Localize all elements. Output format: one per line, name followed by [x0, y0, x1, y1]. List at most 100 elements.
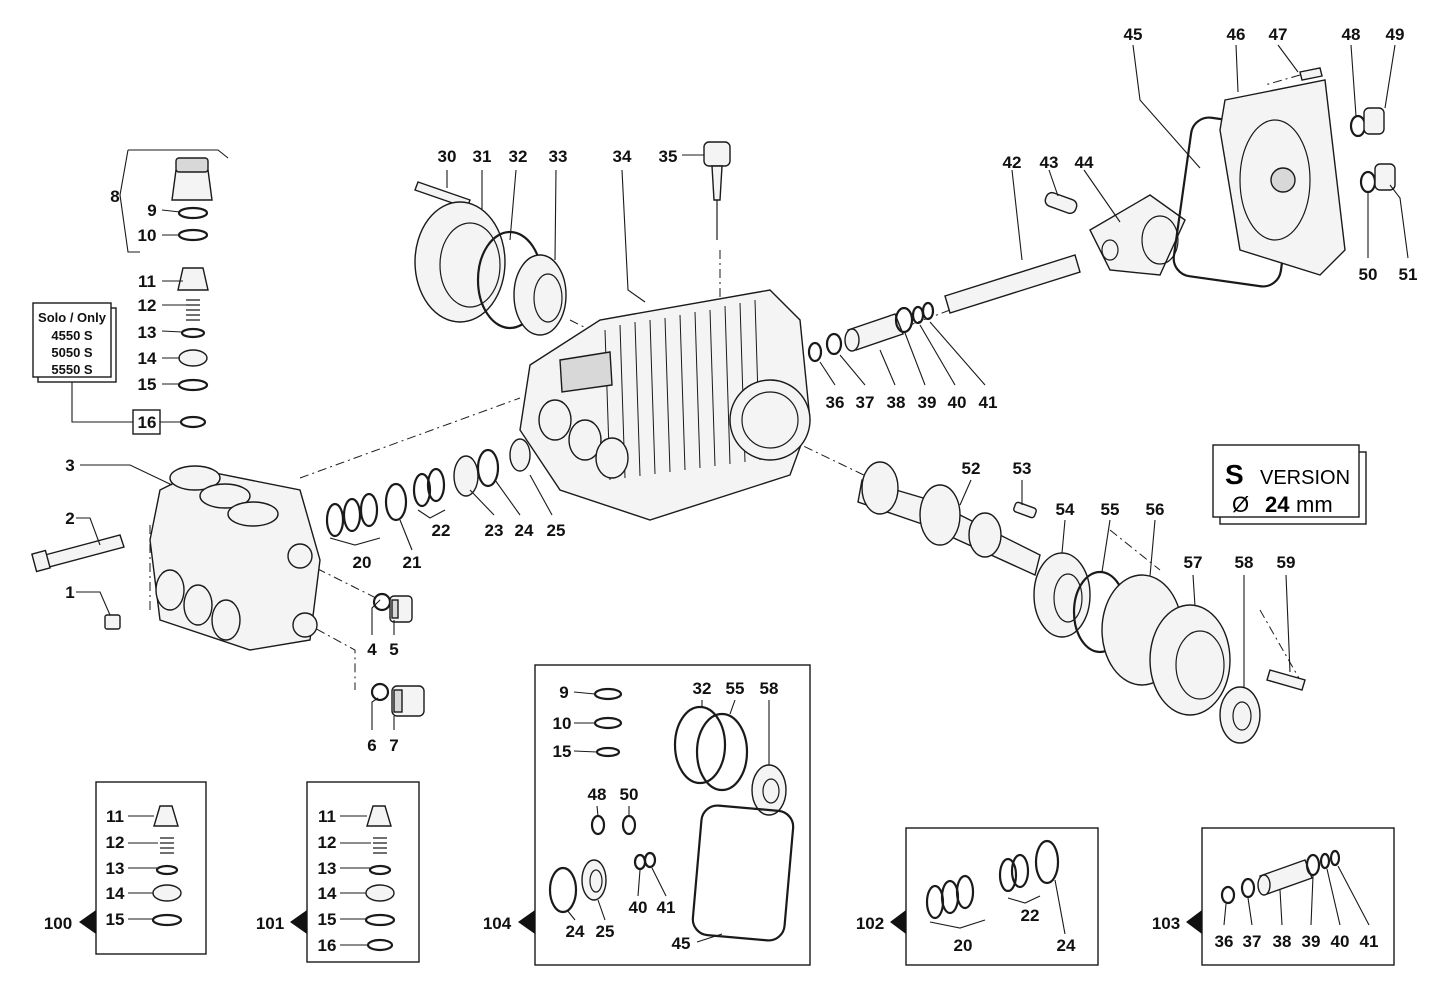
kit-100-item-13: 13 — [106, 859, 125, 878]
diameter-symbol: Ø — [1232, 492, 1249, 517]
plug-48-49 — [1349, 107, 1385, 138]
kit-104-item-10: 10 — [553, 714, 572, 733]
callout-36: 36 — [826, 393, 845, 412]
kit-103-item-39: 39 — [1302, 932, 1321, 951]
kit-104-item-40: 40 — [629, 898, 648, 917]
screw-59 — [1266, 669, 1306, 691]
bearing-33 — [513, 254, 567, 336]
callout-31: 31 — [473, 147, 492, 166]
callout-30: 30 — [438, 147, 457, 166]
s-version-box: S VERSION Ø 24 mm — [1212, 444, 1367, 525]
callout-8: 8 — [110, 187, 119, 206]
kit-104-item-45: 45 — [672, 934, 691, 953]
kit-104-item-50: 50 — [620, 785, 639, 804]
callout-44: 44 — [1075, 153, 1094, 172]
rear-cover-46 — [1219, 79, 1346, 276]
callout-37: 37 — [856, 393, 875, 412]
callout-leader-lines — [76, 44, 1409, 730]
kit-104-item-9: 9 — [559, 683, 568, 702]
seal-23 — [453, 455, 479, 497]
pin-43 — [1044, 191, 1078, 215]
callout-38: 38 — [887, 393, 906, 412]
seal-21 — [384, 482, 408, 522]
kit-104-item-25: 25 — [596, 922, 615, 941]
crankcase-cooling-fins — [604, 299, 761, 481]
kit-104-item-48: 48 — [588, 785, 607, 804]
screw-47 — [1299, 67, 1323, 81]
kit-103-id: 103 — [1152, 914, 1180, 933]
plug-1 — [104, 614, 121, 630]
kit-104-item-15: 15 — [553, 742, 572, 761]
callout-57: 57 — [1184, 553, 1203, 572]
kit-102-id: 102 — [856, 914, 884, 933]
kit-101-id: 101 — [256, 914, 284, 933]
kit-103-item-36: 36 — [1215, 932, 1234, 951]
seal-set-22 — [412, 467, 446, 508]
callout-10: 10 — [138, 226, 157, 245]
callout-54: 54 — [1056, 500, 1075, 519]
callout-52: 52 — [962, 459, 981, 478]
kit-103-item-41: 41 — [1360, 932, 1379, 951]
callout-50: 50 — [1359, 265, 1378, 284]
callout-45: 45 — [1124, 25, 1143, 44]
callout-16: 16 — [138, 413, 157, 432]
callout-32: 32 — [509, 147, 528, 166]
callout-1: 1 — [65, 583, 74, 602]
solo-only-model-1: 4550 S — [51, 328, 93, 343]
kit-103-item-38: 38 — [1273, 932, 1292, 951]
diameter-unit: mm — [1296, 492, 1333, 517]
kit-104-item-58: 58 — [760, 679, 779, 698]
callout-55: 55 — [1101, 500, 1120, 519]
crankcase-34 — [519, 289, 811, 521]
kit-100-item-12: 12 — [106, 833, 125, 852]
oring-40 — [911, 305, 925, 325]
kit-104-id: 104 — [483, 914, 512, 933]
callout-13: 13 — [138, 323, 157, 342]
callout-12: 12 — [138, 296, 157, 315]
kit-103-item-37: 37 — [1243, 932, 1262, 951]
kit-102-pointer — [890, 910, 906, 934]
solo-only-model-3: 5550 S — [51, 362, 93, 377]
callout-15: 15 — [138, 375, 157, 394]
callout-48: 48 — [1342, 25, 1361, 44]
callout-3: 3 — [65, 456, 74, 475]
callout-35: 35 — [659, 147, 678, 166]
kit-103-pointer — [1186, 910, 1202, 934]
washer-36 — [807, 341, 823, 363]
callout-53: 53 — [1013, 459, 1032, 478]
dipstick-35 — [703, 141, 731, 240]
bearing-cover-31 — [414, 201, 506, 323]
piston-38 — [844, 313, 904, 352]
bearing-54 — [1033, 552, 1091, 638]
callout-14: 14 — [138, 349, 157, 368]
kit-101-item-12: 12 — [318, 833, 337, 852]
solo-only-note: Solo / Only 4550 S 5050 S 5550 S — [32, 302, 161, 435]
callout-24: 24 — [515, 521, 534, 540]
callout-33: 33 — [549, 147, 568, 166]
valve-assembly-8 — [171, 157, 213, 242]
callout-58: 58 — [1235, 553, 1254, 572]
kit-100: 100 11 12 13 14 15 — [44, 781, 207, 955]
pump-head-3 — [149, 465, 321, 651]
kit-100-item-11: 11 — [106, 807, 124, 826]
plug-set-4-5 — [372, 592, 413, 623]
kit-101-item-13: 13 — [318, 859, 337, 878]
kit-104-pointer — [518, 910, 535, 934]
kit-102-item-20: 20 — [954, 936, 973, 955]
callout-51: 51 — [1399, 265, 1418, 284]
callout-2: 2 — [65, 509, 74, 528]
kit-101: 101 11 12 13 14 15 16 — [256, 781, 420, 963]
callout-21: 21 — [403, 553, 422, 572]
kit-103: 103 36 37 38 39 40 41 — [1152, 827, 1395, 966]
kit-104-item-55: 55 — [726, 679, 745, 698]
oring-41 — [921, 301, 935, 321]
oring-24 — [476, 448, 500, 488]
oil-seal-58 — [1219, 686, 1261, 744]
kit-100-pointer — [79, 910, 96, 934]
callout-6: 6 — [367, 736, 376, 755]
callout-22: 22 — [432, 521, 451, 540]
valve-stack-11-16 — [177, 267, 209, 429]
callout-20: 20 — [353, 553, 372, 572]
callout-41: 41 — [979, 393, 998, 412]
